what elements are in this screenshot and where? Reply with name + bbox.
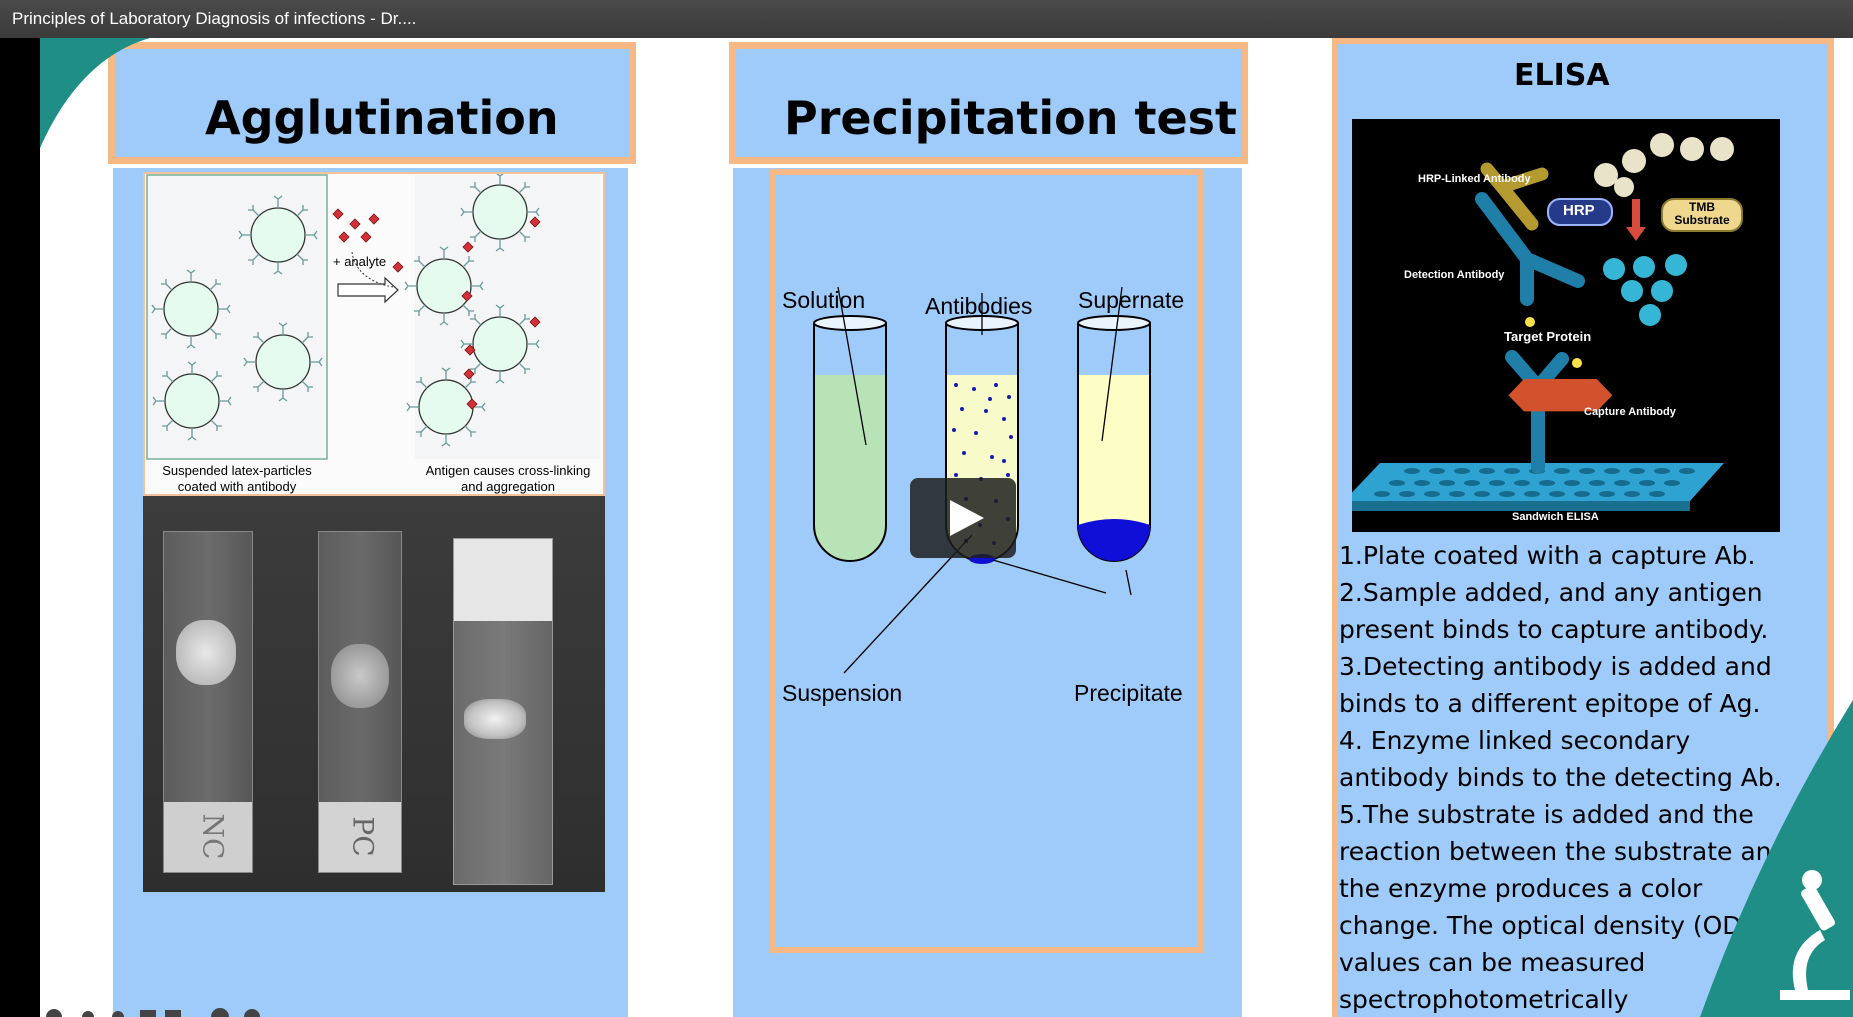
microscope-corner-decoration (1700, 700, 1853, 1017)
sandwich-elisa-caption: Sandwich ELISA (1512, 511, 1599, 523)
right-caption-line2: and aggregation (461, 479, 555, 494)
hrp-label: HRP (1563, 202, 1595, 219)
slide: Agglutination (40, 38, 1853, 1017)
slide-pc: PC (318, 531, 402, 873)
test-label-area (454, 539, 552, 621)
play-button[interactable] (910, 478, 1016, 558)
elisa-step-line: 3.Detecting antibody is added and (1339, 652, 1772, 681)
capture-antibody-label: Capture Antibody (1584, 406, 1676, 418)
pc-label-area: PC (319, 802, 401, 872)
elisa-step-line: present binds to capture antibody. (1339, 615, 1769, 644)
precipitation-diagram-box: Solution Antibodies Supernate Suspension… (770, 169, 1204, 953)
solution-label: Solution (782, 287, 866, 313)
slide-test (453, 538, 553, 885)
slide-nc: NC (163, 531, 253, 873)
right-caption-line1: Antigen causes cross-linking (425, 463, 591, 478)
left-caption-line1: Suspended latex-particles (162, 463, 312, 478)
elisa-step-line: 5.The substrate is added and the (1339, 800, 1754, 829)
detection-antibody-label: Detection Antibody (1404, 269, 1505, 281)
elisa-step-line: 2.Sample added, and any antigen (1339, 578, 1763, 607)
microscope-icon (1780, 870, 1850, 1000)
elisa-heading: ELISA (1514, 58, 1610, 93)
agglutination-heading: Agglutination (205, 91, 559, 145)
bottom-toolbar-icons[interactable] (40, 1008, 290, 1017)
supernate-label: Supernate (1078, 287, 1185, 313)
elisa-step-line: change. The optical density (OD) (1339, 911, 1752, 940)
elisa-step-line: spectrophotometrically (1339, 985, 1629, 1014)
elisa-panel: ELISA H (1332, 38, 1834, 1017)
video-title[interactable]: Principles of Laboratory Diagnosis of in… (12, 9, 417, 28)
tmb-line1: TMB (1689, 200, 1715, 214)
elisa-step-line: 1.Plate coated with a capture Ab. (1339, 541, 1756, 570)
analyte-label: + analyte (333, 254, 387, 269)
tmb-label: TMB Substrate (1662, 201, 1742, 227)
precipitate-label: Precipitate (1074, 680, 1183, 706)
suspension-label: Suspension (782, 680, 903, 706)
agglutination-slides-photo: NC PC (143, 496, 605, 892)
elisa-step-line: the enzyme produces a color (1339, 874, 1703, 903)
pc-label: PC (346, 816, 380, 857)
target-protein-label: Target Protein (1504, 329, 1592, 344)
tmb-line2: Substrate (1674, 213, 1730, 227)
elisa-step-line: reaction between the substrate and (1339, 837, 1788, 866)
elisa-step-line: binds to a different epitope of Ag. (1339, 689, 1761, 718)
play-icon (950, 500, 984, 536)
elisa-steps: 1.Plate coated with a capture Ab. 2.Samp… (1339, 537, 1829, 1017)
precipitation-heading: Precipitation test (784, 91, 1238, 145)
hrp-linked-antibody-label: HRP-Linked Antibody (1418, 173, 1531, 185)
agglutination-diagram: + analyte Suspended latex-particles coat… (143, 172, 605, 496)
precipitation-header-box: Precipitation test (729, 42, 1248, 164)
antibodies-label: Antibodies (925, 293, 1033, 319)
left-caption: Suspended latex-particles coated with an… (145, 463, 329, 495)
agglutination-header-box: Agglutination (108, 42, 636, 164)
right-caption: Antigen causes cross-linking and aggrega… (413, 463, 603, 495)
elisa-diagram: HRP-Linked Antibody HRP TMB Substrate De… (1352, 119, 1780, 532)
sandwich-elisa-figure (1352, 133, 1743, 511)
test-blob (464, 699, 526, 739)
left-caption-line2: coated with antibody (177, 479, 297, 494)
nc-label: NC (196, 813, 230, 860)
latex-particles-figure (146, 174, 600, 460)
slide-corner-decoration (40, 38, 150, 148)
elisa-step-line: 4. Enzyme linked secondary (1339, 726, 1691, 755)
nc-label-area: NC (164, 802, 252, 872)
elisa-step-line: values can be measured (1339, 948, 1646, 977)
nc-blob (176, 620, 236, 685)
elisa-step-line: antibody binds to the detecting Ab. (1339, 763, 1782, 792)
pc-blob (331, 644, 389, 708)
video-title-bar: Principles of Laboratory Diagnosis of in… (0, 0, 1853, 38)
